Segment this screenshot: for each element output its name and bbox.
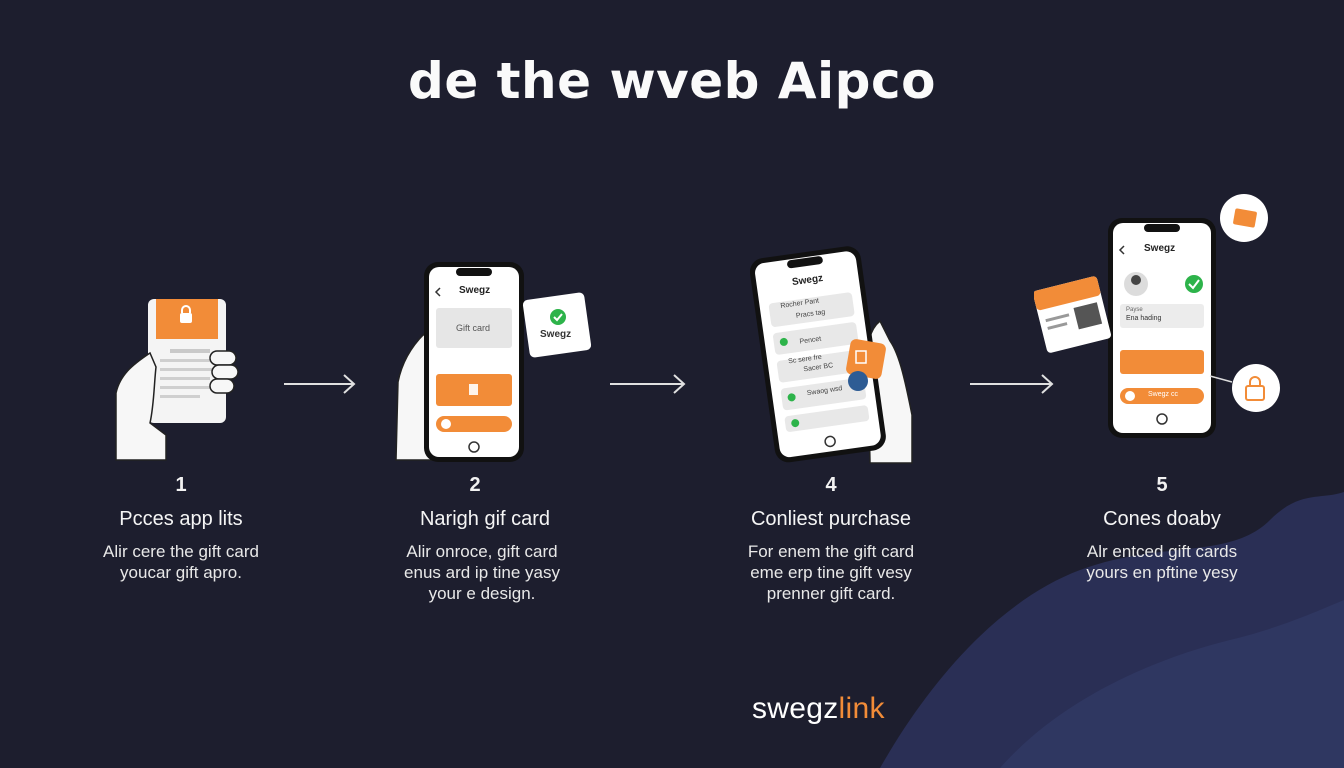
phone-app-name: Swegz (1144, 243, 1176, 254)
description-line: youcar gift apro. (120, 563, 242, 582)
purchase-list: Rocher Pant Pracs tag Pencet Sc sere fre… (780, 289, 893, 399)
step-2-description: Alir onroce, gift card enus ard ip tine … (322, 541, 642, 604)
description-line: For enem the gift card (747, 542, 915, 561)
description-line: Alr entced gift cards (1086, 542, 1238, 561)
step-5-heading: Cones doaby (1103, 508, 1221, 530)
step-1-heading: Pcces app lits (119, 508, 243, 530)
description-line: enus ard ip tine yasy (404, 563, 560, 582)
phone-app-name: Swegz (459, 285, 491, 296)
arrow-right-icon (970, 374, 1054, 394)
brand-name-part2: link (838, 692, 885, 725)
field-label: Payse (1126, 307, 1143, 313)
step-4-description: For enem the gift card eme erp tine gift… (671, 541, 991, 604)
step-5-illustration: Swegz Payse Ena hading Swegz cc (1034, 190, 1284, 440)
arrow-right-icon (610, 374, 686, 394)
floating-badge-label: Swegz (540, 329, 572, 340)
description-line: yours en pftine yesy (1086, 563, 1238, 582)
description-line: Alir cere the gift card (103, 542, 259, 561)
step-4-illustration: Swegz Rocher Pant Pracs tag Pencet Sc se… (750, 245, 920, 465)
description-line: Alir onroce, gift card (406, 542, 558, 561)
step-5-number: 5 (1156, 474, 1168, 496)
step-4-number: 4 (825, 474, 837, 496)
brand-name-part1: swegz (752, 692, 839, 725)
field-value: Ena hading (1126, 315, 1162, 322)
step-1-illustration (115, 299, 239, 461)
step-2-illustration: Swegz Gift card Swegz (394, 262, 594, 462)
description-line: eme erp tine gift vesy (750, 563, 912, 582)
step-1-description: Alir cere the gift card youcar gift apro… (21, 541, 341, 583)
step-2-number: 2 (469, 474, 481, 496)
step-2-heading: Narigh gif card (419, 508, 551, 530)
step-4-heading: Conliest purchase (750, 508, 912, 530)
description-line: your e design. (428, 584, 536, 603)
description-line: prenner gift card. (766, 584, 896, 603)
confirm-button-label: Swegz cc (1148, 391, 1178, 398)
page-title: de the wveb Aipco (408, 52, 936, 110)
step-1-number: 1 (175, 474, 187, 496)
step-5-description: Alr entced gift cards yours en pftine ye… (1002, 541, 1322, 583)
gift-card-label: Gift card (456, 323, 491, 333)
brand-logo: swegzlink (752, 692, 885, 726)
arrow-right-icon (284, 374, 356, 394)
